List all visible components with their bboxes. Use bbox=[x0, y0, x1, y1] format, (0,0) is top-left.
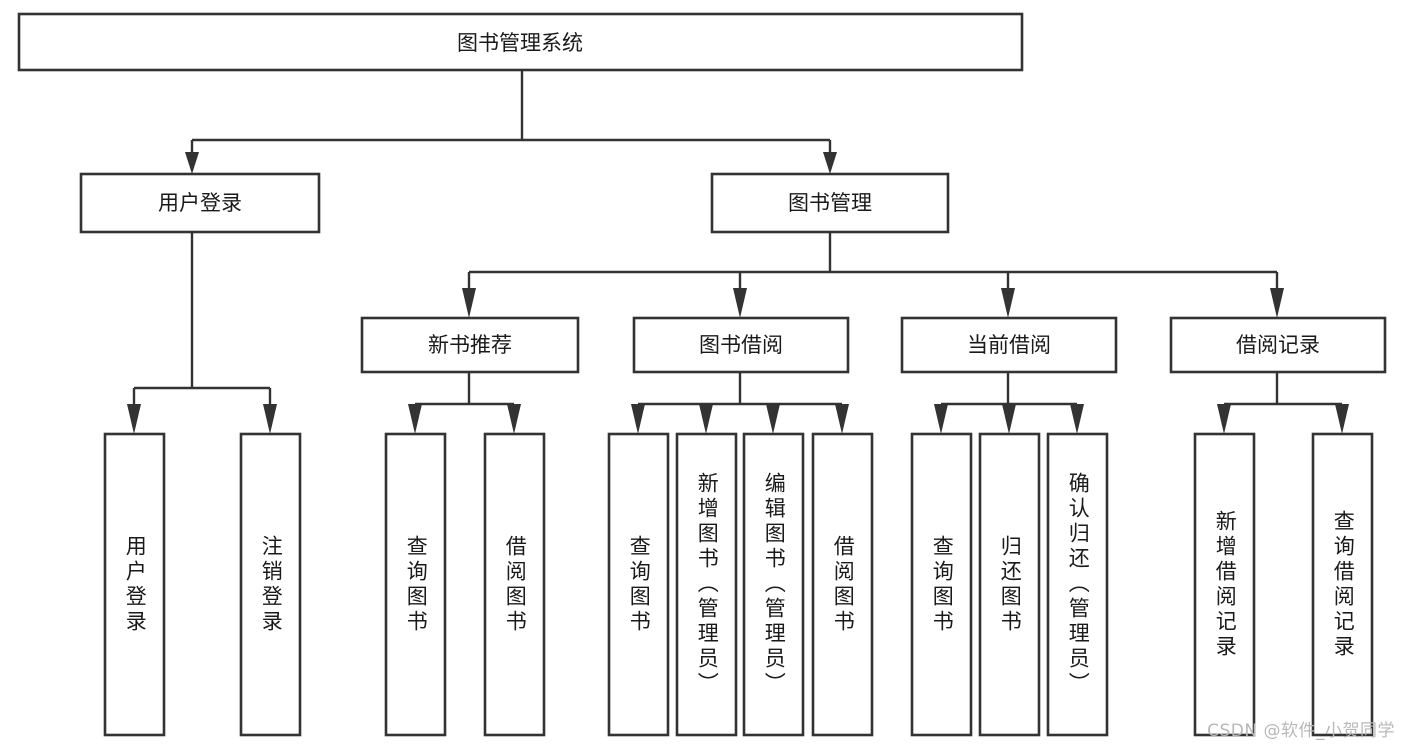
node-book-manage-label: 图书管理 bbox=[788, 191, 872, 215]
node-leaf-borrow-book-1-box[interactable] bbox=[483, 432, 546, 737]
node-leaf-user-login-box[interactable] bbox=[103, 432, 166, 737]
node-book-manage-box[interactable] bbox=[710, 172, 950, 234]
node-root-box[interactable] bbox=[17, 12, 1024, 72]
node-leaf-logout-login-box[interactable] bbox=[239, 432, 302, 737]
arrow-head-borrow-record bbox=[1270, 288, 1284, 318]
node-leaf-query-book-1-box[interactable] bbox=[384, 432, 447, 737]
arrow-head-user-login bbox=[185, 152, 199, 174]
node-leaf-confirm-return-box[interactable] bbox=[1046, 432, 1109, 737]
connector-group-user-login bbox=[127, 232, 277, 434]
node-user-login-label: 用户登录 bbox=[158, 191, 242, 215]
node-user-login-box[interactable] bbox=[79, 172, 321, 234]
node-new-book-recommend-box[interactable] bbox=[360, 316, 580, 374]
connector-group-borrow-record bbox=[1217, 372, 1349, 434]
node-leaf-borrow-book-2-box[interactable] bbox=[811, 432, 874, 737]
node-current-borrow-label: 当前借阅 bbox=[967, 333, 1051, 357]
connector-group-book-manage bbox=[462, 232, 1284, 318]
arrow-head-leaf-borrow-book-1 bbox=[507, 404, 521, 434]
node-leaf-return-book-box[interactable] bbox=[978, 432, 1041, 737]
node-current-borrow-box[interactable] bbox=[900, 316, 1118, 374]
node-new-book-recommend-label: 新书推荐 bbox=[428, 333, 512, 357]
connector-group-current-borrow bbox=[934, 372, 1084, 434]
arrow-head-leaf-query-book-3 bbox=[934, 404, 948, 434]
node-leaf-query-record-box[interactable] bbox=[1311, 432, 1374, 737]
node-leaf-query-book-3-box[interactable] bbox=[910, 432, 973, 737]
connector-group-book-borrow bbox=[631, 372, 849, 434]
arrow-head-leaf-borrow-book-2 bbox=[835, 404, 849, 434]
arrow-head-book-manage bbox=[823, 152, 837, 174]
arrow-head-leaf-add-record bbox=[1217, 404, 1231, 434]
csdn-watermark: CSDN @软件_小贺同学 bbox=[1207, 721, 1395, 741]
arrow-head-leaf-query-record bbox=[1335, 404, 1349, 434]
connector-group-new-book-recommend bbox=[408, 372, 521, 434]
node-book-borrow-label: 图书借阅 bbox=[699, 333, 783, 357]
node-leaf-add-book-box[interactable] bbox=[675, 432, 738, 737]
arrow-head-leaf-confirm-return bbox=[1070, 404, 1084, 434]
arrow-head-leaf-add-book bbox=[699, 404, 713, 434]
arrow-head-leaf-return-book bbox=[1002, 404, 1016, 434]
arrow-head-leaf-user-login bbox=[127, 404, 141, 434]
arrow-head-book-borrow bbox=[733, 288, 747, 318]
arrow-head-leaf-query-book-2 bbox=[631, 404, 645, 434]
node-borrow-record-box[interactable] bbox=[1169, 316, 1387, 374]
node-leaf-query-book-2-box[interactable] bbox=[607, 432, 670, 737]
node-borrow-record-label: 借阅记录 bbox=[1236, 333, 1320, 357]
arrow-head-leaf-logout-login bbox=[263, 404, 277, 434]
arrow-head-current-borrow bbox=[1001, 288, 1015, 318]
arrow-head-new-book-recommend bbox=[462, 288, 476, 318]
arrow-head-leaf-edit-book bbox=[766, 404, 780, 434]
arrow-head-leaf-query-book-1 bbox=[408, 404, 422, 434]
node-book-borrow-box[interactable] bbox=[632, 316, 850, 374]
node-leaf-edit-book-box[interactable] bbox=[742, 432, 805, 737]
connector-group-root bbox=[185, 70, 837, 174]
node-root-label: 图书管理系统 bbox=[457, 31, 583, 55]
node-leaf-add-record-box[interactable] bbox=[1193, 432, 1256, 737]
